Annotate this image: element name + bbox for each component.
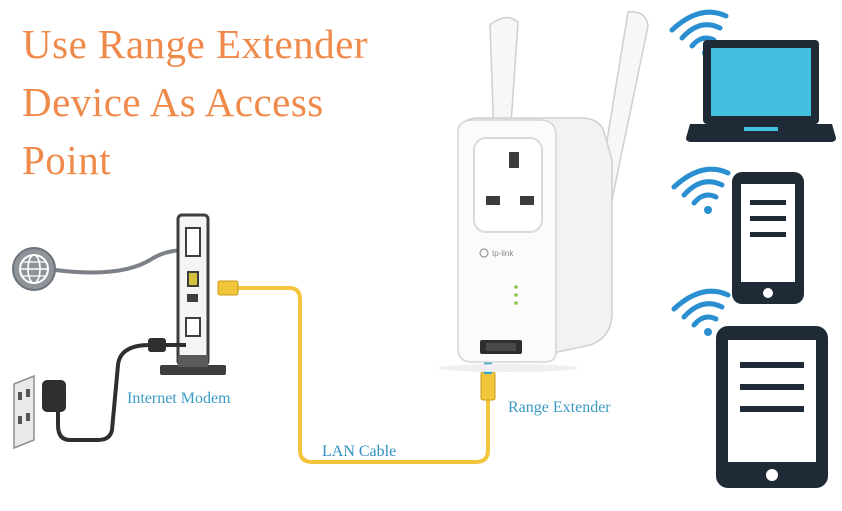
- lan-cable-label: LAN Cable: [322, 443, 397, 460]
- globe-icon: [12, 247, 56, 291]
- range-extender-icon: tp-link: [438, 11, 649, 372]
- power-plug-icon: [42, 338, 166, 412]
- title-line-3: Point: [22, 137, 112, 183]
- laptop-icon: [686, 40, 836, 142]
- title-line-2: Device As Access: [22, 79, 324, 125]
- wifi-icon: [671, 166, 731, 214]
- modem-label: Internet Modem: [127, 390, 231, 407]
- lan-cable: [217, 280, 496, 464]
- range-extender-label: Range Extender: [508, 399, 611, 416]
- power-outlet-icon: [13, 374, 35, 450]
- tablet-icon: [716, 326, 828, 488]
- modem-icon: [160, 213, 226, 375]
- phone-icon: [732, 172, 804, 304]
- brand-logo-text: tp-link: [492, 249, 514, 258]
- wifi-icon: [671, 288, 731, 336]
- title-line-1: Use Range Extender: [22, 21, 368, 67]
